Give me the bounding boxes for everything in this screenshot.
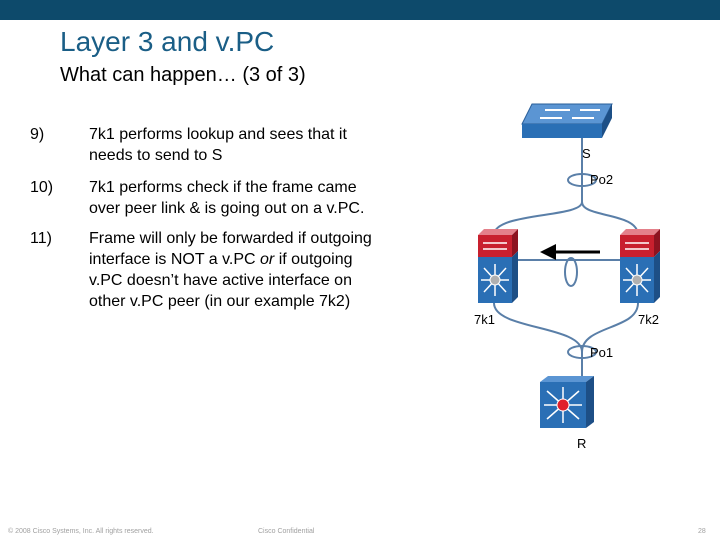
step-line: v.PC doesn’t have active interface on: [89, 272, 352, 289]
step-line: 7k1 performs lookup and sees that it: [89, 126, 347, 143]
footer-copyright: © 2008 Cisco Systems, Inc. All rights re…: [8, 528, 154, 535]
label-7k2: 7k2: [638, 312, 659, 327]
nexus-7k1-icon: [478, 229, 518, 303]
label-po1: Po1: [590, 345, 614, 360]
step-line: needs to send to S: [89, 147, 223, 164]
header-bar: [0, 0, 720, 20]
link-7k2-to-r: [581, 302, 639, 353]
footer-page-number: 28: [698, 528, 706, 535]
link-s-to-7k1: [493, 201, 583, 236]
step-number: 9): [30, 126, 45, 143]
nexus-7k2-icon: [620, 229, 660, 303]
footer-confidential: Cisco Confidential: [258, 528, 315, 535]
slide-title: Layer 3 and v.PC: [60, 26, 275, 57]
step-line-tail: if outgoing: [274, 251, 353, 268]
link-7k1-to-r: [493, 302, 583, 353]
link-s-to-7k2: [581, 201, 639, 236]
label-7k1: 7k1: [474, 312, 495, 327]
label-s: S: [582, 146, 591, 161]
label-r: R: [577, 436, 587, 451]
switch-s-icon: [521, 103, 613, 138]
step-line: other v.PC peer (in our example 7k2): [89, 293, 351, 310]
step-line: 7k1 performs check if the frame came: [89, 179, 357, 196]
step-line: over peer link & is going out on a v.PC.: [89, 200, 365, 217]
step-emphasis: or: [260, 251, 275, 268]
step-line: Frame will only be forwarded if outgoing: [89, 230, 372, 247]
po1-ellipse: [567, 345, 597, 359]
slide-subtitle: What can happen… (3 of 3): [60, 64, 306, 86]
label-po2: Po2: [590, 172, 614, 187]
po2-ellipse: [567, 173, 597, 187]
peer-link-ellipse: [564, 257, 578, 287]
step-line-text: interface is NOT a v.PC: [89, 251, 261, 268]
arrow-left-icon: [540, 244, 600, 260]
router-r-icon: [540, 376, 594, 428]
step-line: interface is NOT a v.PC or if outgoing: [89, 249, 372, 270]
step-number: 11): [30, 230, 52, 247]
step-number: 10): [30, 179, 54, 196]
